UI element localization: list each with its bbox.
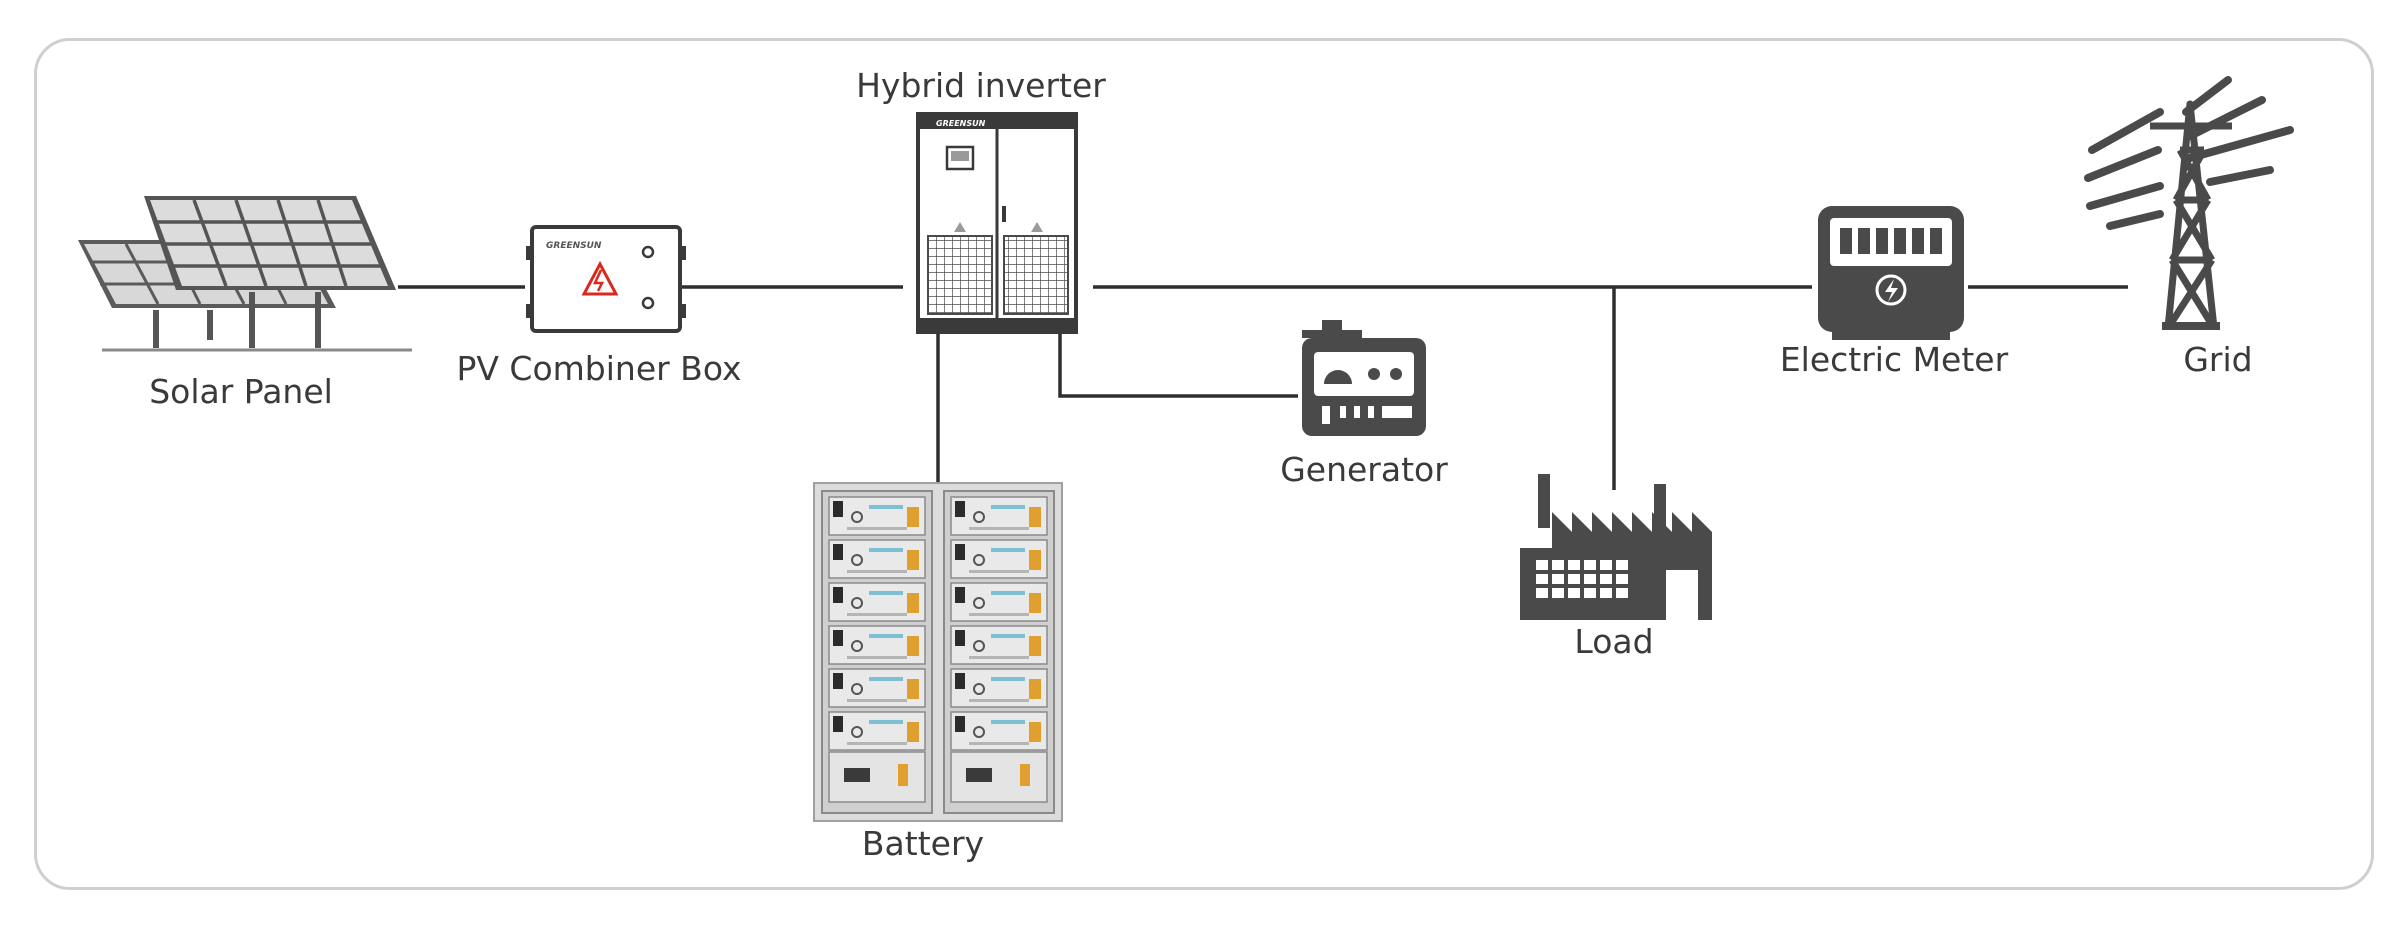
hybrid-inverter-icon [916,112,1078,334]
generator-icon [1302,320,1426,436]
warning-icon [581,260,619,296]
battery-label: Battery [862,824,984,863]
battery-icon [813,482,1063,822]
electric-meter-icon [1818,206,1964,340]
grid-label: Grid [2183,340,2252,379]
grid-tower-icon [2084,76,2294,330]
pv-combiner-box-label: PV Combiner Box [456,349,741,388]
combiner-brand: GREENSUN [546,241,602,251]
wires [398,285,2128,490]
wire-inverter-generator [1058,333,1298,398]
pv-combiner-box-icon [526,225,686,333]
electric-meter-label: Electric Meter [1780,340,2009,379]
generator-label: Generator [1280,450,1448,489]
hybrid-inverter-label: Hybrid inverter [856,66,1106,105]
inverter-brand: GREENSUN [936,119,986,128]
solar-panel-label: Solar Panel [149,372,333,411]
lightning-icon [1875,274,1907,306]
diagram-frame [34,38,2374,890]
load-label: Load [1574,622,1653,661]
solar-panel-icon [78,196,412,352]
load-factory-icon [1520,474,1712,620]
